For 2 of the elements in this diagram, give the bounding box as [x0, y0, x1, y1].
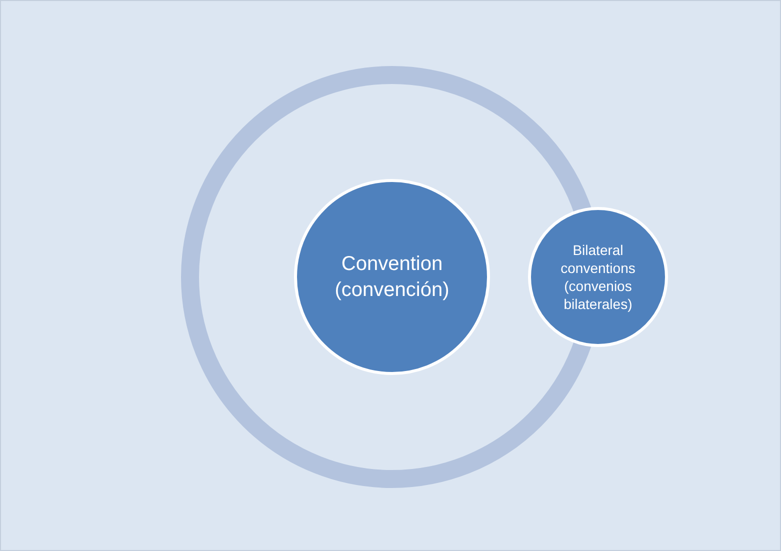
node-label: Bilateral conventions (convenios bilaterales) — [560, 240, 636, 314]
node-label: Convention (convención) — [334, 252, 450, 303]
